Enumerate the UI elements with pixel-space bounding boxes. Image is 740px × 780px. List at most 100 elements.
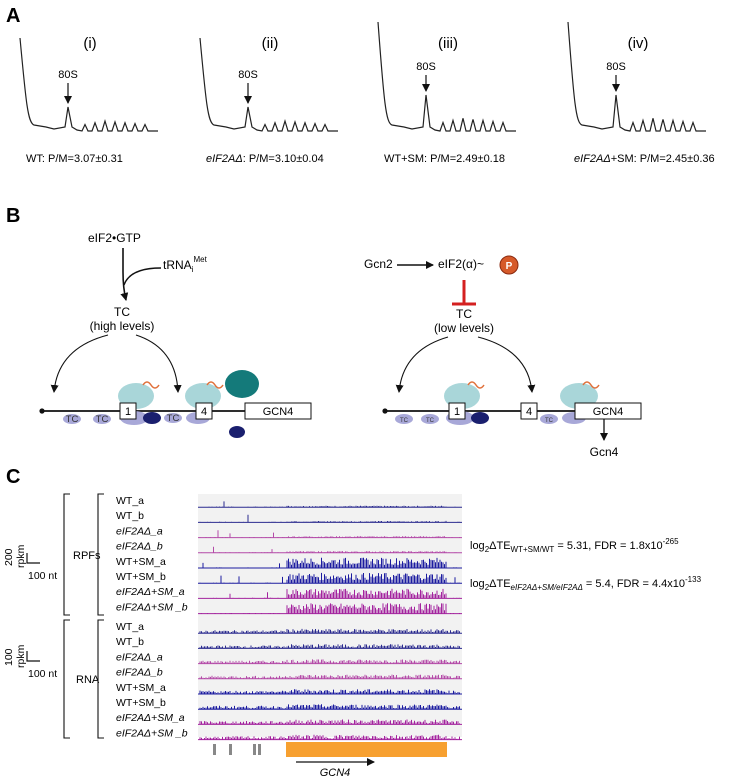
track-label: WT_a xyxy=(116,621,144,633)
profile-trace xyxy=(377,21,516,132)
ribosome-60s-dark xyxy=(471,412,489,424)
te-stat-eif2a: log2ΔTEeIF2AΔ+SM/eIF2AΔ = 5.4, FDR = 4.4… xyxy=(470,575,702,592)
svg-text:100 nt: 100 nt xyxy=(28,668,57,680)
gcn4-product-label: Gcn4 xyxy=(590,445,619,459)
track-rna: eIF2AΔ+SM_a xyxy=(116,712,462,725)
track-label: eIF2AΔ_a xyxy=(116,525,163,537)
svg-text:4: 4 xyxy=(526,406,532,418)
track-area xyxy=(198,494,462,737)
profile-trace xyxy=(199,37,338,132)
track-rpf: eIF2AΔ_b xyxy=(116,541,462,554)
uorf-mark xyxy=(258,744,261,755)
track-rna: eIF2AΔ_a xyxy=(116,651,462,665)
uorf4-box-left xyxy=(195,402,213,420)
tc-arrow-left-2 xyxy=(135,334,182,393)
tc-chip xyxy=(93,414,111,424)
uorf-mark xyxy=(213,744,216,755)
track-label: eIF2AΔ_b xyxy=(116,541,163,553)
panel-c-label: C xyxy=(6,466,20,488)
ribosome-60s-released xyxy=(225,370,259,398)
svg-text:TC: TC xyxy=(96,414,109,425)
track-label: eIF2AΔ+SM_a xyxy=(116,586,185,598)
svg-text:GCN4: GCN4 xyxy=(593,406,624,418)
coverage-bars xyxy=(202,557,460,568)
profile-numeral: (i) xyxy=(83,35,96,52)
uorf1-box-left xyxy=(119,402,137,420)
gene-label: GCN4 xyxy=(320,767,351,779)
track-rpf: WT_a xyxy=(116,495,462,508)
track-label: eIF2AΔ_b xyxy=(116,667,163,679)
pathway-left: eIF2•GTP tRNAiMet TC (high levels) TC TC… xyxy=(39,231,312,438)
svg-text:rpkm: rpkm xyxy=(15,644,27,668)
gcn4-box-right xyxy=(574,402,642,420)
track-rpf: eIF2AΔ+SM _b xyxy=(116,601,462,615)
mrna-cap-right xyxy=(382,408,388,414)
uorf-mark xyxy=(253,744,256,755)
panel-a-label: A xyxy=(6,5,20,27)
peak-80s-label: 80S xyxy=(606,61,626,73)
track-label: WT_a xyxy=(116,495,144,507)
track-label: WT+SM_b xyxy=(116,697,166,709)
profile-numeral: (iii) xyxy=(438,35,458,52)
profile-caption: eIF2AΔ: P/M=3.10±0.04 xyxy=(206,153,324,165)
track-rpf: WT_b xyxy=(116,510,462,523)
svg-text:TC: TC xyxy=(400,418,409,424)
eif2-gtp-label: eIF2•GTP xyxy=(88,231,141,245)
tc-arrow-right-1 xyxy=(395,336,449,393)
peak-80s-label: 80S xyxy=(58,69,78,81)
peptide-squiggle xyxy=(206,381,224,389)
svg-text:200: 200 xyxy=(3,548,15,566)
coverage-bars xyxy=(199,530,460,538)
profile-numeral: (ii) xyxy=(262,35,279,52)
track-label: WT_b xyxy=(116,510,144,522)
track-rna: WT_a xyxy=(116,621,462,634)
uorf-mark xyxy=(229,744,232,755)
track-rpf: eIF2AΔ_a xyxy=(116,525,462,539)
track-rna: WT+SM_a xyxy=(116,682,462,695)
trna-label: tRNAiMet xyxy=(163,255,208,274)
tc-label-left: TC xyxy=(114,305,130,319)
svg-text:1: 1 xyxy=(125,406,131,418)
track-rpf: WT+SM_a xyxy=(116,556,462,569)
tc-chip xyxy=(395,414,413,424)
rpf-bracket xyxy=(63,493,70,616)
coverage-bars xyxy=(204,588,460,599)
track-rpf: eIF2AΔ+SM_a xyxy=(116,586,462,599)
profile-trace xyxy=(567,21,706,132)
track-rna: eIF2AΔ+SM _b xyxy=(116,727,462,741)
tc-level-right: (low levels) xyxy=(434,321,494,335)
coverage-bars xyxy=(201,546,457,553)
mrna-cap-left xyxy=(39,408,45,414)
svg-text:4: 4 xyxy=(201,406,207,418)
tc-level-left: (high levels) xyxy=(90,319,155,333)
track-label: eIF2AΔ_a xyxy=(116,651,163,663)
track-label: WT+SM_a xyxy=(116,556,166,568)
svg-text:TC: TC xyxy=(66,414,79,425)
track-label: WT+SM_b xyxy=(116,571,166,583)
phosphate-icon xyxy=(499,255,519,275)
te-stat-wt: log2ΔTEWT+SM/WT = 5.31, FDR = 1.8x10-265 xyxy=(470,537,679,554)
pathway-right: Gcn2 eIF2(α)~ P TC (low levels) TC TC 1 … xyxy=(364,255,642,459)
tc-label-right: TC xyxy=(456,307,472,321)
coverage-bars xyxy=(199,514,460,523)
scale-bar-rna: 100 rpkm 100 nt xyxy=(3,644,57,680)
tc-arrow-right-2 xyxy=(477,336,536,393)
coverage-bars xyxy=(199,628,460,634)
peptide-squiggle xyxy=(467,381,485,389)
coverage-bars xyxy=(199,603,460,614)
profile-caption: eIF2AΔ+SM: P/M=2.45±0.36 xyxy=(574,153,715,165)
coverage-bars xyxy=(199,572,460,584)
svg-text:1: 1 xyxy=(454,406,460,418)
coverage-bars xyxy=(199,659,460,664)
profile-caption: WT+SM: P/M=2.49±0.18 xyxy=(384,153,505,165)
track-label: eIF2AΔ+SM _b xyxy=(116,601,188,613)
track-label: WT+SM_a xyxy=(116,682,166,694)
tc-arrow-left-1 xyxy=(50,334,109,393)
ribosome-released-small xyxy=(229,426,245,438)
gcn2-label: Gcn2 xyxy=(364,257,393,271)
